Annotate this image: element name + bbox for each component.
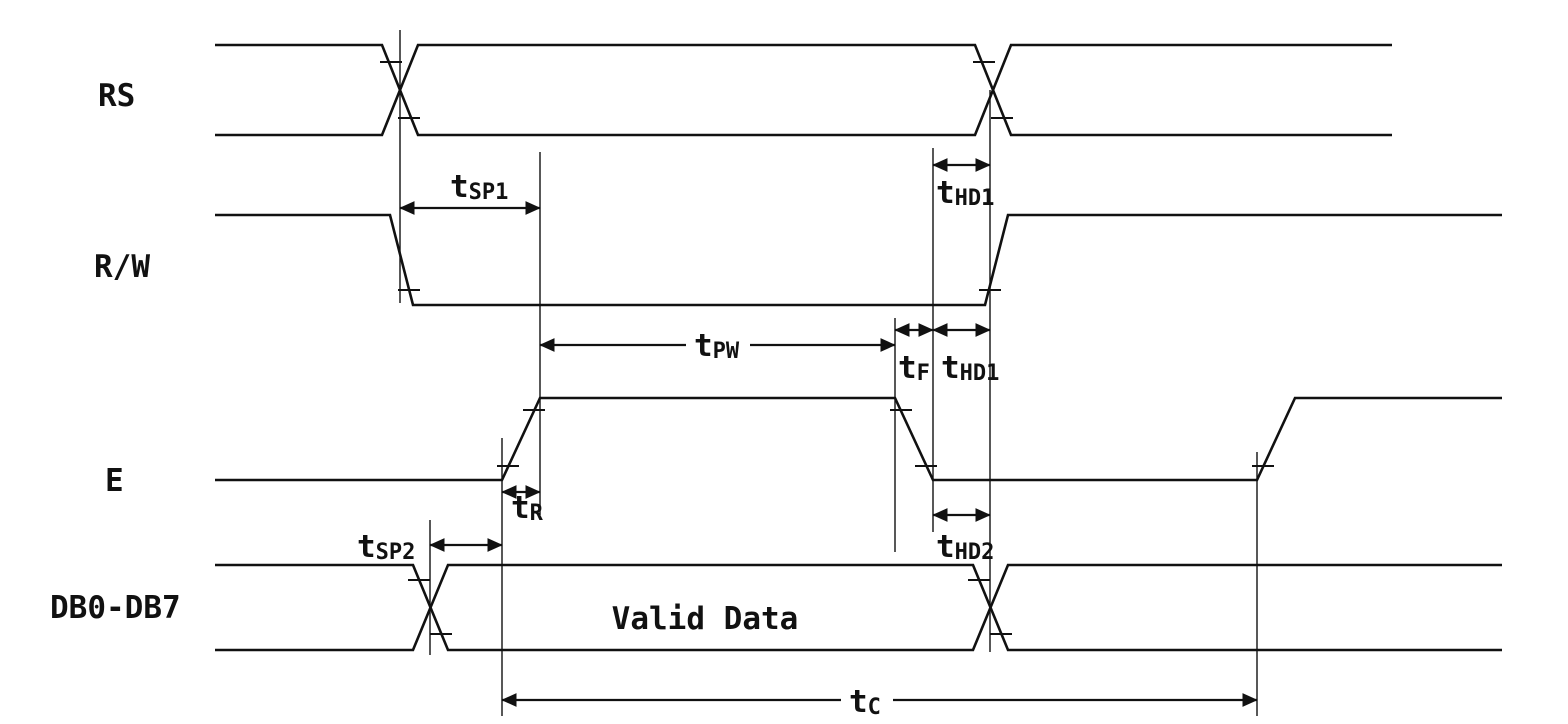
tr-label: tR xyxy=(511,490,544,526)
db-signal-label: DB0-DB7 xyxy=(50,590,181,626)
dimension-arrows xyxy=(399,158,1258,707)
thd1-mid-label: tHD1 xyxy=(941,350,999,386)
rw-waveform xyxy=(215,213,1502,307)
tc-label-mask xyxy=(841,684,893,714)
reference-lines xyxy=(399,30,1258,716)
tpw-label-mask xyxy=(686,330,750,360)
thd2-label: tHD2 xyxy=(936,529,994,565)
tf-label: tF xyxy=(898,350,930,386)
tc-label: tC xyxy=(849,684,881,720)
e-waveform xyxy=(215,396,1502,482)
tpw-label: tPW xyxy=(694,328,740,364)
tsp1-label: tSP1 xyxy=(450,169,508,205)
measurement-ticks xyxy=(380,61,1274,635)
rs-waveform-strand-2 xyxy=(215,43,1392,137)
valid-data-label: Valid Data xyxy=(612,601,799,637)
rw-signal-label: R/W xyxy=(94,249,150,285)
db-waveform-strand-2 xyxy=(215,563,1502,652)
rs-waveform-strand-1 xyxy=(215,43,1392,137)
rs-signal-label: RS xyxy=(98,78,135,114)
thd1-top-label: tHD1 xyxy=(936,175,994,211)
tsp2-label: tSP2 xyxy=(357,529,415,565)
e-signal-label: E xyxy=(105,463,124,499)
db-waveform-strand-1 xyxy=(215,563,1502,652)
